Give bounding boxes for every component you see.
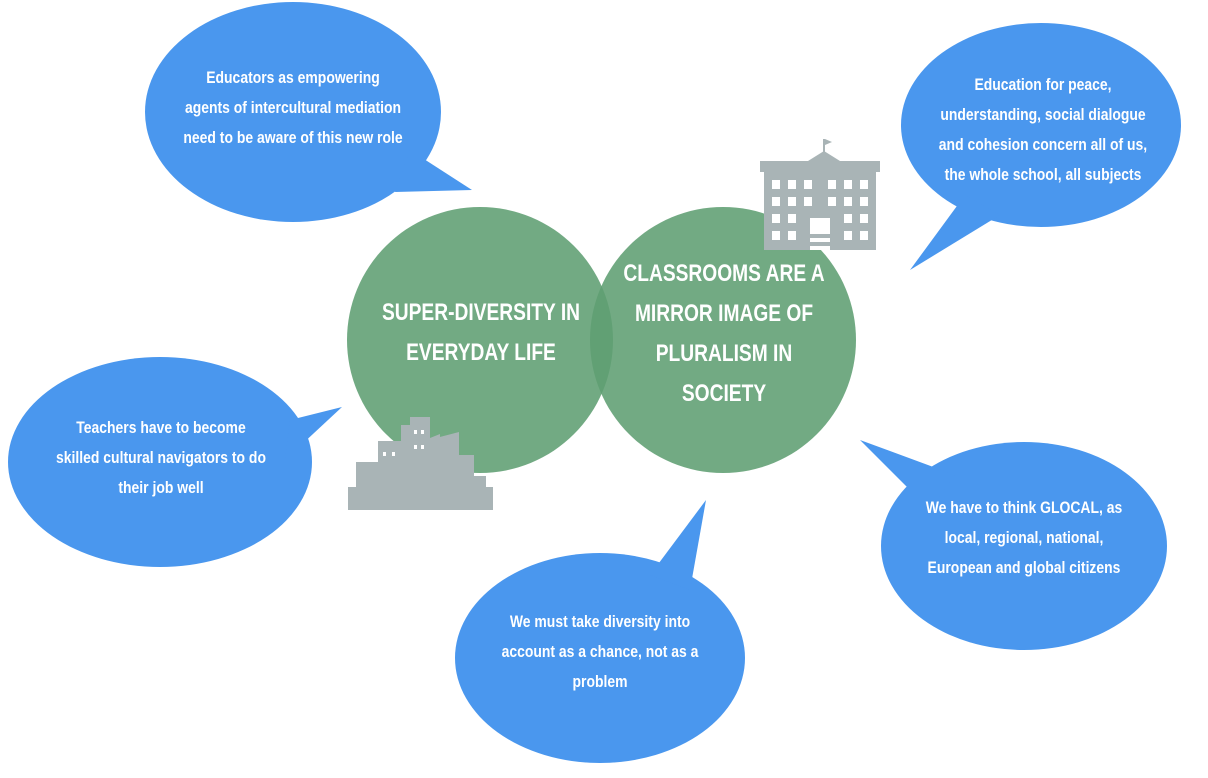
bubble-mid-left (8, 357, 342, 567)
bubble-top-left-text: Educators as empowering agents of interc… (183, 68, 403, 147)
bubble-bottom-right (860, 440, 1167, 650)
circle-right-text: CLASSROOMS ARE A MIRROR IMAGE OF PLURALI… (623, 260, 825, 407)
bubble-mid-left-text: Teachers have to become skilled cultural… (56, 418, 266, 497)
bubble-top-right (901, 23, 1181, 270)
bubble-top-right-text: Education for peace, understanding, soci… (938, 75, 1148, 184)
bubble-bottom-center-text: We must take diversity into account as a… (501, 612, 699, 691)
bubble-bottom-center (455, 500, 745, 763)
circle-right (590, 207, 856, 473)
circle-left (347, 207, 613, 473)
school-building-icon (760, 139, 880, 250)
city-skyline-icon (348, 417, 493, 510)
bubble-top-left (145, 2, 472, 222)
bubble-bottom-right-text: We have to think GLOCAL, as local, regio… (925, 498, 1123, 577)
circle-left-text: SUPER-DIVERSITY IN EVERYDAY LIFE (381, 299, 581, 366)
